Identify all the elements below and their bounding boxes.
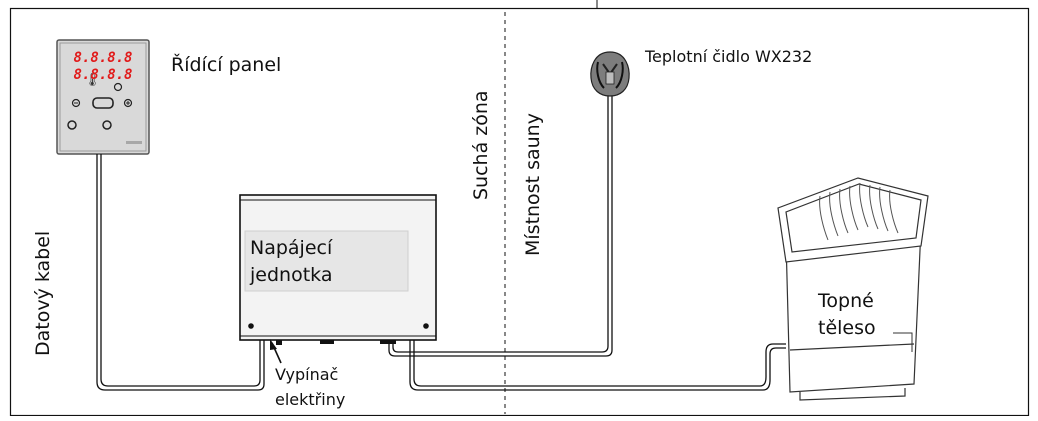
switch-label-line1: Vypínač xyxy=(275,365,339,384)
heater-label-line2: těleso xyxy=(818,317,876,339)
heater-label-line1: Topné xyxy=(818,290,874,312)
display-row-top: 8.8.8.8 xyxy=(73,50,132,66)
power-unit-label-line2: jednotka xyxy=(250,264,333,286)
temperature-sensor xyxy=(590,51,630,97)
control-panel: 🌡 xyxy=(56,39,150,155)
heater xyxy=(777,177,929,401)
data-cable-line xyxy=(96,154,265,391)
display-row-bottom: 8.8.8.8 xyxy=(73,67,132,83)
power-unit-label-line1: Napájecí xyxy=(250,237,333,259)
sauna-room-label: Místnost sauny xyxy=(522,113,544,256)
svg-text:🌡: 🌡 xyxy=(84,72,101,88)
data-cable-label: Datový kabel xyxy=(32,230,54,356)
control-panel-label: Řídící panel xyxy=(171,54,282,76)
dry-zone-label: Suchá zóna xyxy=(470,90,492,200)
heater-cable-line xyxy=(409,340,786,391)
power-unit xyxy=(239,194,437,364)
temperature-sensor-label: Teplotní čidlo WX232 xyxy=(645,47,813,66)
switch-label-line2: elektřiny xyxy=(275,390,346,409)
cables xyxy=(96,92,786,391)
sensor-cable-line xyxy=(388,92,613,357)
